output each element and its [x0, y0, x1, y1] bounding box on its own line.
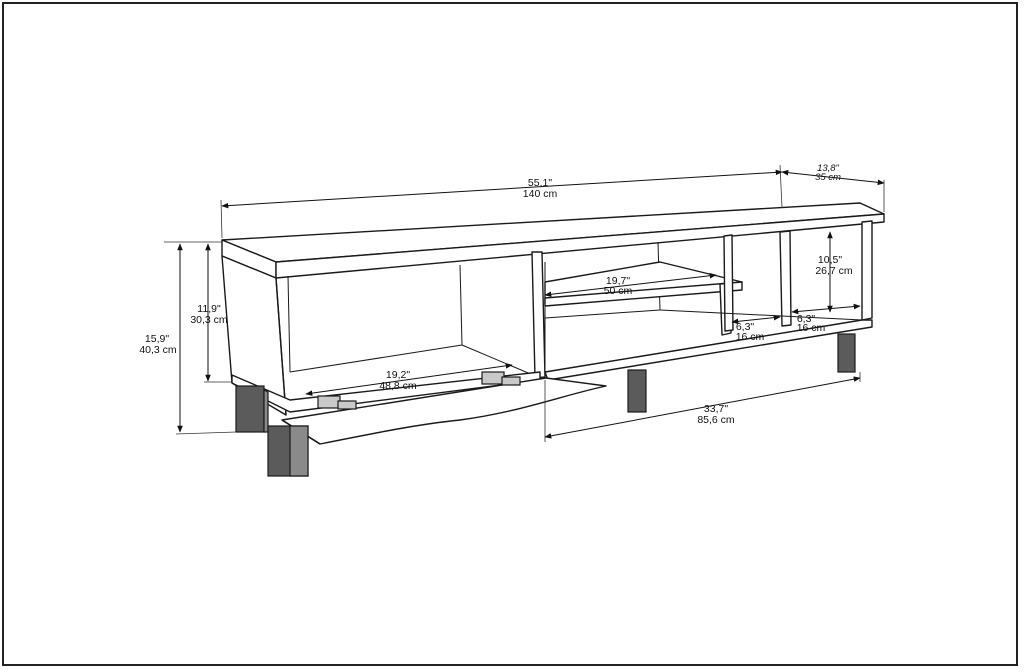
leg-span-inch-label: 33,7" [704, 403, 728, 415]
depth-cm-label: 35 cm [815, 172, 841, 183]
niche-height-cm-label: 26,7 cm [815, 265, 853, 277]
shelf-width-dimension: 19,7" 50 cm [544, 272, 717, 298]
door-width-cm-label: 48,8 cm [379, 380, 417, 392]
depth-inch-label: 13,8" [817, 163, 839, 174]
total-height-inch-label: 15,9" [145, 333, 169, 345]
leg-span-cm-label: 85,6 cm [697, 414, 735, 426]
front-legs [235, 385, 309, 477]
depth-dimension: 13,8" 35 cm [781, 163, 885, 212]
niche-b-width-dimension: 6,3" 16 cm [791, 303, 861, 334]
leg-span-dimension: 33,7" 85,6 cm [544, 372, 861, 442]
cabinet-height-dimension: 11,9" 30,3 cm [190, 243, 232, 383]
niche-b-inch-label: 6,3" [797, 313, 816, 325]
door-width-inch-label: 19,2" [386, 369, 410, 381]
total-height-dimension: 15,9" 40,3 cm [139, 241, 237, 435]
niche-height-inch-label: 10,5" [818, 254, 842, 266]
width-cm-label: 140 cm [523, 188, 558, 200]
shelf-width-inch-label: 19,7" [606, 275, 630, 287]
cabinet-height-cm-label: 30,3 cm [190, 314, 228, 326]
door-width-dimension: 19,2" 48,8 cm [305, 363, 513, 396]
niche-a-cm-label: 16 cm [736, 331, 765, 343]
total-height-cm-label: 40,3 cm [139, 344, 177, 356]
niche-height-dimension: 10,5" 26,7 cm [815, 231, 853, 313]
niche-a-width-dimension: 6,3" 16 cm [731, 314, 781, 343]
niche-b-cm-label: 16 cm [797, 322, 826, 334]
width-inch-label: 55,1" [528, 177, 552, 189]
width-dimension: 55,1" 140 cm [220, 164, 783, 239]
cabinet-height-inch-label: 11,9" [197, 303, 221, 315]
niche-a-inch-label: 6,3" [736, 321, 755, 333]
shelf-width-cm-label: 50 cm [604, 285, 633, 297]
